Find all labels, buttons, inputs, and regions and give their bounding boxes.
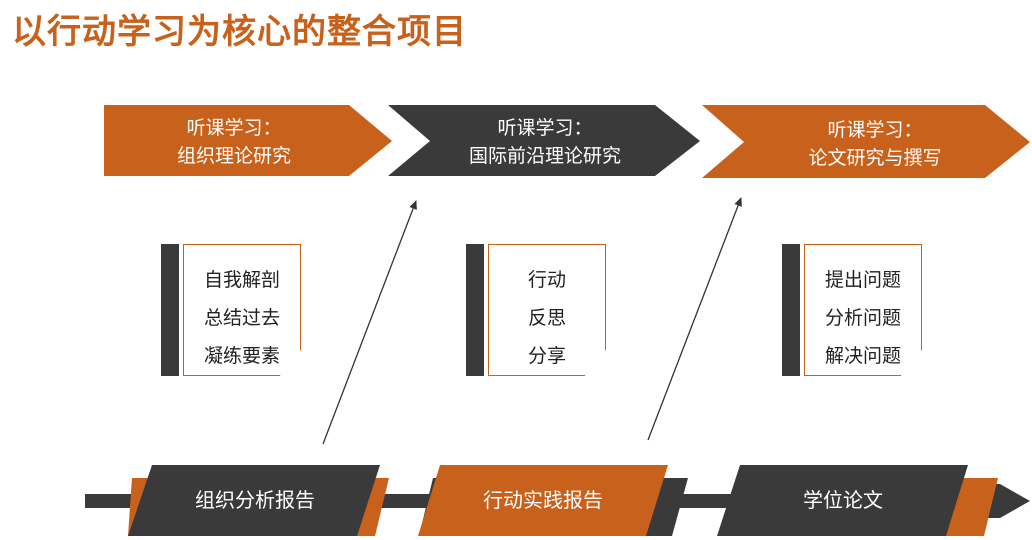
card-3-item-2: 分析问题 — [824, 307, 901, 329]
phase-chevron-2 — [388, 105, 700, 176]
phase-chevron-3 — [702, 105, 1030, 178]
activity-card-2: 行动 反思 分享 — [488, 244, 606, 376]
card-bar-3 — [782, 244, 800, 376]
page-title: 以行动学习为核心的整合项目 — [12, 12, 467, 52]
card-bar-1 — [161, 244, 179, 376]
output-label-3: 学位论文 — [803, 488, 883, 512]
progress-arrow-2 — [647, 197, 742, 441]
phase-label-1-line2: 组织理论研究 — [176, 145, 291, 167]
phase-label-2-line1: 听课学习： — [497, 117, 593, 139]
phase-label-3-line1: 听课学习： — [827, 119, 923, 141]
card-2-item-1: 行动 — [527, 269, 566, 291]
card-3-item-1: 提出问题 — [824, 269, 901, 291]
phase-label-1-line1: 听课学习： — [186, 117, 282, 139]
phase-label-3-line2: 论文研究与撰写 — [808, 147, 942, 169]
phase-chevron-1 — [104, 105, 392, 176]
card-2-item-3: 分享 — [527, 345, 566, 367]
phase-label-3: 听课学习： 论文研究与撰写 — [740, 116, 1010, 172]
output-box-3 — [717, 465, 968, 536]
card-bar-2 — [466, 244, 484, 376]
card-1-item-2: 总结过去 — [203, 307, 280, 329]
progress-arrow-1 — [322, 200, 417, 445]
phase-label-2-line2: 国际前沿理论研究 — [468, 145, 621, 167]
card-1-item-3: 凝练要素 — [203, 345, 280, 367]
phase-label-2: 听课学习： 国际前沿理论研究 — [420, 114, 670, 170]
phase-label-1: 听课学习： 组织理论研究 — [104, 114, 364, 170]
activity-card-3: 提出问题 分析问题 解决问题 — [804, 244, 922, 376]
output-box-1 — [128, 465, 380, 536]
output-label-1: 组织分析报告 — [195, 488, 315, 512]
card-3-item-3: 解决问题 — [824, 345, 901, 367]
activity-card-1: 自我解剖 总结过去 凝练要素 — [183, 244, 301, 376]
card-1-item-1: 自我解剖 — [203, 269, 280, 291]
output-label-2: 行动实践报告 — [483, 488, 603, 512]
output-box-2 — [418, 465, 668, 536]
card-2-item-2: 反思 — [527, 307, 566, 329]
